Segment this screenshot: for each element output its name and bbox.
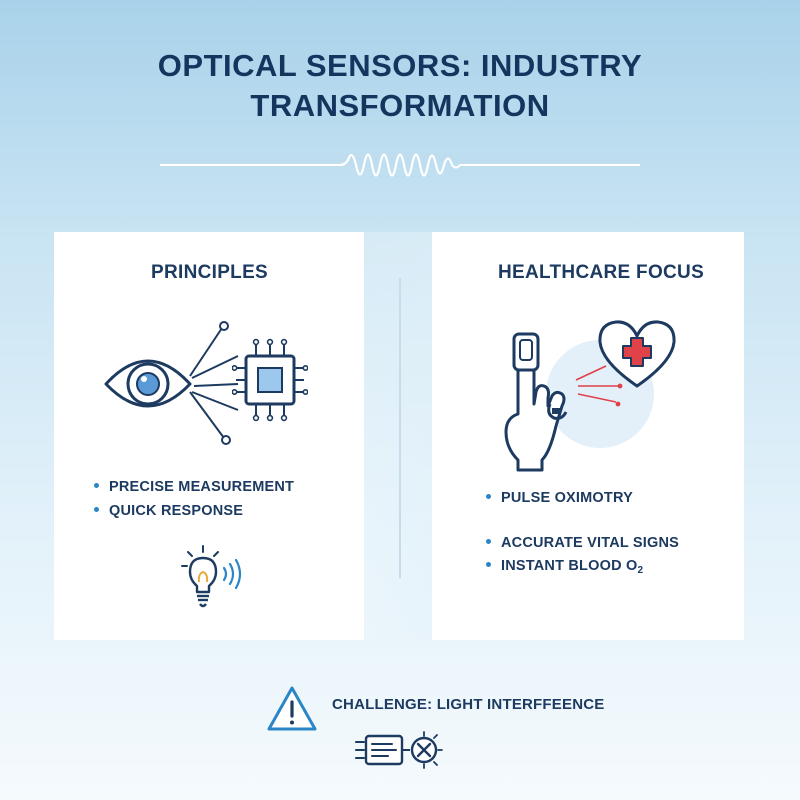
warning-icon	[267, 686, 317, 731]
principles-title: PRINCIPLES	[151, 262, 269, 283]
page-title: OPTICAL SENSORS: INDUSTRY TRANSFORMATION	[0, 46, 800, 126]
bullet-dot	[94, 482, 99, 488]
o2-subscript: 2	[637, 565, 644, 576]
bullet-dot	[486, 493, 491, 499]
principles-bullet-1: PRECISE MEASUREMENT	[94, 479, 294, 495]
healthcare-bullet-1: PULSE OXIMOTRY	[486, 490, 633, 506]
healthcare-title: HEALTHCARE FOCUS	[498, 262, 705, 283]
interference-icon	[355, 731, 443, 769]
lightbulb-icon	[181, 545, 242, 608]
eye-icon	[104, 321, 239, 445]
panel-divider	[399, 278, 401, 578]
title-line-1: OPTICAL SENSORS: INDUSTRY	[157, 48, 643, 83]
bullet-dot	[94, 506, 99, 512]
bullet-dot	[486, 538, 491, 544]
sine-wave-icon	[160, 153, 640, 177]
panel-gap	[364, 232, 432, 640]
bullet-dot	[486, 561, 491, 567]
healthcare-bullet-3: INSTANT BLOOD O2	[486, 558, 643, 576]
chip-icon	[232, 338, 308, 422]
heart-cross-icon	[598, 320, 676, 388]
healthcare-bullet-2: ACCURATE VITAL SIGNS	[486, 535, 679, 551]
challenge-label: CHALLENGE: LIGHT INTERFFEENCE	[332, 696, 605, 713]
principles-bullet-2: QUICK RESPONSE	[94, 503, 243, 519]
title-line-2: TRANSFORMATION	[250, 88, 550, 123]
